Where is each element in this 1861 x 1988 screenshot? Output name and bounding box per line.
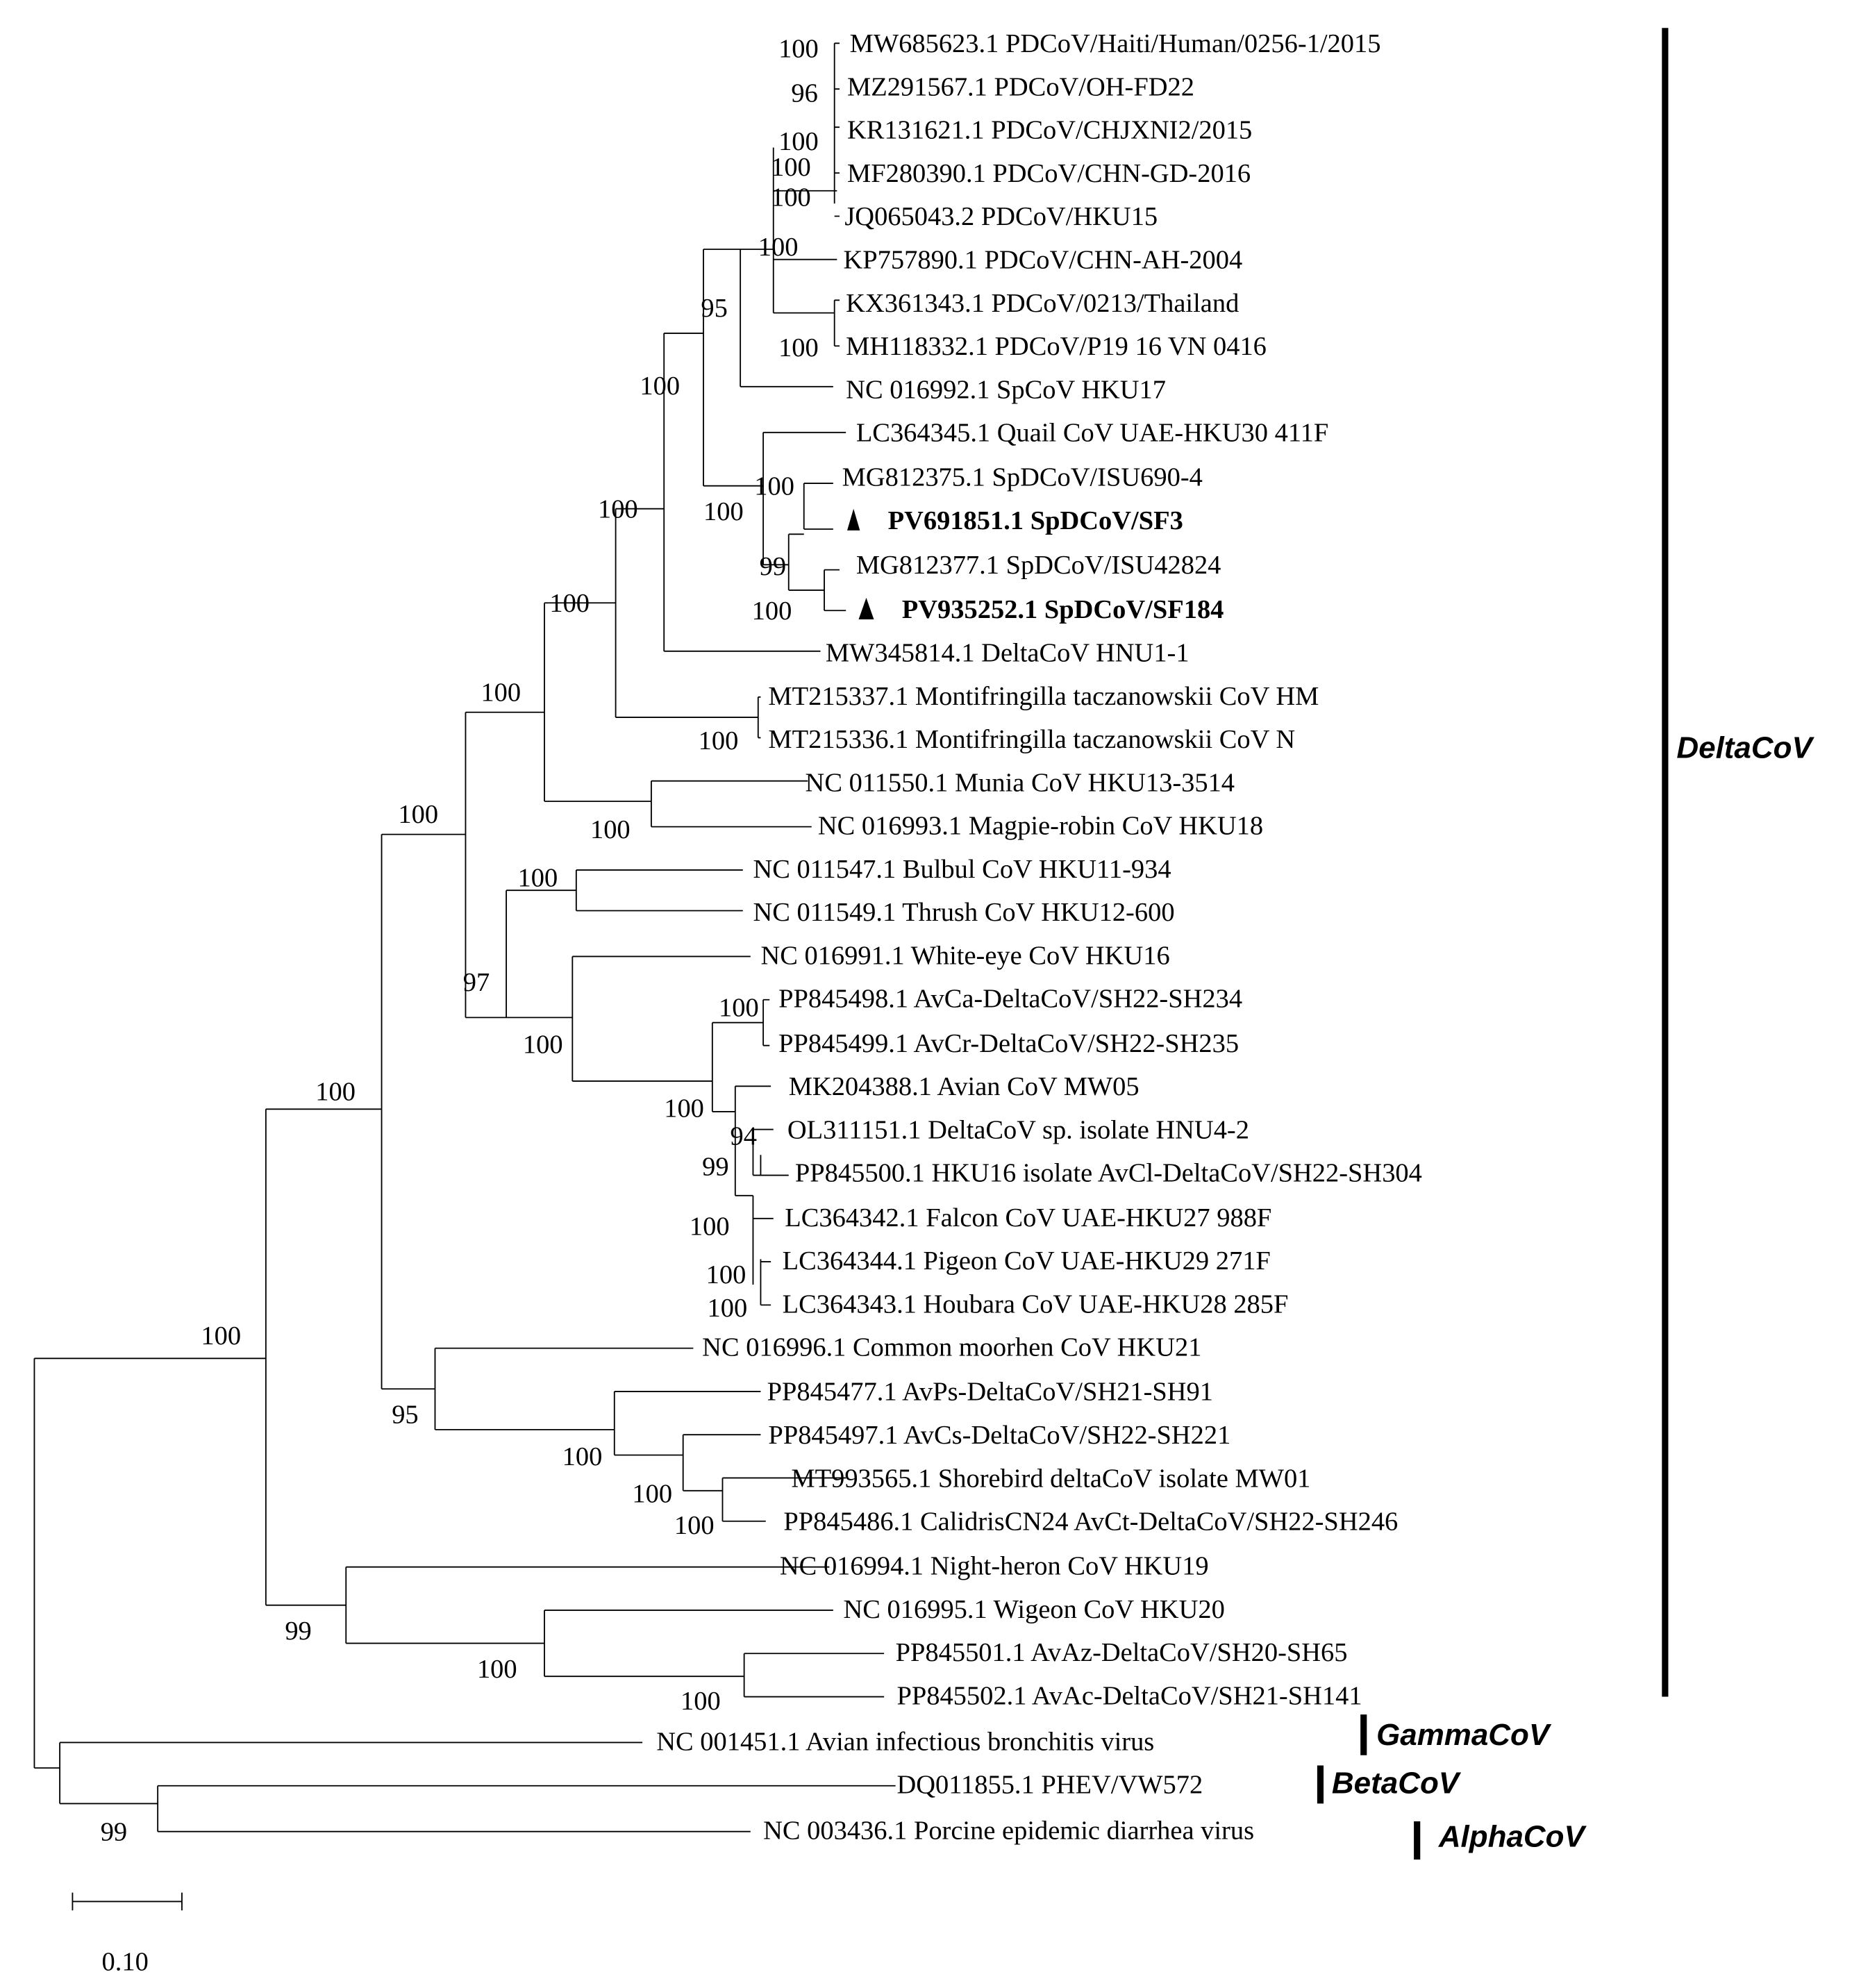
- clade-brackets: DeltaCoV GammaCoV BetaCoV AlphaCoV: [1317, 28, 1814, 1860]
- clade-label-alpha: AlphaCoV: [1438, 1820, 1587, 1854]
- tip-label: NC 016996.1 Common moorhen CoV HKU21: [702, 1333, 1201, 1362]
- bootstrap-value: 100: [640, 371, 680, 401]
- clade-label-beta: BetaCoV: [1332, 1766, 1462, 1801]
- bootstrap-value: 99: [702, 1153, 728, 1182]
- tip-label: PP845500.1 HKU16 isolate AvCl-DeltaCoV/S…: [795, 1159, 1422, 1188]
- tip-label: LC364345.1 Quail CoV UAE-HKU30 411F: [856, 419, 1328, 448]
- bootstrap-value: 95: [392, 1401, 418, 1430]
- triangle-marker-icon: [858, 597, 874, 620]
- bootstrap-value: 100: [754, 472, 794, 501]
- tip-label: MG812375.1 SpDCoV/ISU690-4: [842, 463, 1203, 492]
- tip-label: NC 016991.1 White-eye CoV HKU16: [760, 941, 1169, 970]
- bootstrap-value: 95: [701, 294, 727, 323]
- bootstrap-value: 100: [518, 864, 558, 893]
- bootstrap-value: 100: [778, 333, 819, 362]
- tip-label: MT215336.1 Montifringilla taczanowskii C…: [768, 725, 1295, 754]
- bootstrap-value: 100: [674, 1511, 715, 1540]
- tip-label: PP845498.1 AvCa-DeltaCoV/SH22-SH234: [778, 985, 1242, 1014]
- tip-label: LC364342.1 Falcon CoV UAE-HKU27 988F: [785, 1203, 1271, 1233]
- bootstrap-value: 96: [791, 79, 817, 108]
- tip-label-highlight: PV935252.1 SpDCoV/SF184: [902, 595, 1224, 624]
- bootstrap-value: 99: [101, 1818, 127, 1847]
- bootstrap-value: 100: [562, 1442, 603, 1471]
- tip-label: MZ291567.1 PDCoV/OH-FD22: [847, 72, 1194, 101]
- bootstrap-value: 100: [703, 497, 744, 526]
- bootstrap-value: 100: [398, 800, 438, 829]
- tip-label: MG812377.1 SpDCoV/ISU42824: [856, 551, 1221, 580]
- bootstrap-value: 100: [708, 1294, 748, 1323]
- tip-label: PP845501.1 AvAz-DeltaCoV/SH20-SH65: [896, 1638, 1348, 1667]
- bootstrap-value: 100: [681, 1687, 721, 1716]
- bootstrap-value: 100: [549, 589, 590, 618]
- clade-label-delta: DeltaCoV: [1676, 731, 1814, 765]
- tip-label: NC 011547.1 Bulbul CoV HKU11-934: [753, 855, 1171, 884]
- bootstrap-value: 99: [285, 1617, 311, 1646]
- tip-label: MW345814.1 DeltaCoV HNU1-1: [826, 639, 1190, 668]
- bootstrap-value: 100: [778, 127, 819, 156]
- bootstrap-value: 100: [523, 1030, 563, 1060]
- bootstrap-value: 100: [690, 1212, 730, 1242]
- tip-label: MH118332.1 PDCoV/P19 16 VN 0416: [846, 332, 1267, 361]
- tip-label: KP757890.1 PDCoV/CHN-AH-2004: [844, 245, 1243, 274]
- bootstrap-value: 100: [719, 994, 759, 1023]
- tip-label: NC 011550.1 Munia CoV HKU13-3514: [806, 768, 1235, 797]
- tip-label: LC364343.1 Houbara CoV UAE-HKU28 285F: [783, 1289, 1289, 1319]
- bootstrap-value: 100: [664, 1094, 704, 1123]
- tip-label: PP845497.1 AvCs-DeltaCoV/SH22-SH221: [768, 1421, 1230, 1450]
- tip-label: MT215337.1 Montifringilla taczanowskii C…: [768, 682, 1319, 711]
- bootstrap-value: 100: [632, 1479, 672, 1508]
- tip-label: NC 016992.1 SpCoV HKU17: [846, 375, 1166, 404]
- scale-bar-label: 0.10: [102, 1947, 149, 1976]
- bootstrap-value: 100: [758, 233, 799, 262]
- bootstrap-values: 100 96 100 100 100 100 100 95 100 100 10…: [101, 34, 819, 1846]
- tip-label: PP845502.1 AvAc-DeltaCoV/SH21-SH141: [896, 1682, 1362, 1711]
- tip-label: NC 001451.1 Avian infectious bronchitis …: [656, 1727, 1154, 1756]
- scale-bar: 0.10: [72, 1892, 183, 1976]
- tip-label: KX361343.1 PDCoV/0213/Thailand: [846, 289, 1239, 318]
- bootstrap-value: 100: [699, 726, 739, 755]
- tip-label: KR131621.1 PDCoV/CHJXNI2/2015: [847, 116, 1252, 145]
- tree-branches: [33, 42, 896, 1832]
- bootstrap-value: 99: [760, 552, 786, 581]
- tip-label: LC364344.1 Pigeon CoV UAE-HKU29 271F: [783, 1246, 1271, 1276]
- tip-label-highlight: PV691851.1 SpDCoV/SF3: [888, 506, 1183, 535]
- bootstrap-value: 100: [752, 596, 792, 626]
- tip-label: MW685623.1 PDCoV/Haiti/Human/0256-1/2015: [850, 29, 1381, 58]
- bootstrap-value: 100: [771, 153, 811, 182]
- bootstrap-value: 100: [477, 1655, 517, 1684]
- tip-label: PP845477.1 AvPs-DeltaCoV/SH21-SH91: [767, 1378, 1213, 1407]
- bootstrap-value: 100: [778, 34, 819, 63]
- tip-label: DQ011855.1 PHEV/VW572: [896, 1771, 1203, 1800]
- triangle-marker-icon: [847, 508, 860, 531]
- bootstrap-value: 100: [598, 495, 638, 524]
- tip-label: NC 003436.1 Porcine epidemic diarrhea vi…: [763, 1816, 1254, 1846]
- tip-label: JQ065043.2 PDCoV/HKU15: [844, 202, 1158, 231]
- bootstrap-value: 100: [315, 1077, 356, 1106]
- bootstrap-value: 100: [706, 1260, 746, 1289]
- tip-labels: MW685623.1 PDCoV/Haiti/Human/0256-1/2015…: [656, 29, 1422, 1846]
- tip-label: NC 016995.1 Wigeon CoV HKU20: [844, 1595, 1225, 1624]
- bootstrap-value: 100: [771, 183, 811, 212]
- tip-label: PP845486.1 CalidrisCN24 AvCt-DeltaCoV/SH…: [783, 1507, 1398, 1537]
- tip-label: NC 011549.1 Thrush CoV HKU12-600: [753, 898, 1174, 927]
- bootstrap-value: 100: [201, 1321, 241, 1351]
- tip-label: PP845499.1 AvCr-DeltaCoV/SH22-SH235: [778, 1029, 1239, 1058]
- bootstrap-value: 97: [463, 968, 490, 997]
- tip-label: NC 016993.1 Magpie-robin CoV HKU18: [818, 812, 1263, 841]
- tip-label: MK204388.1 Avian CoV MW05: [789, 1072, 1140, 1101]
- tip-label: MF280390.1 PDCoV/CHN-GD-2016: [847, 159, 1251, 188]
- bootstrap-value: 100: [481, 678, 521, 707]
- tip-label: NC 016994.1 Night-heron CoV HKU19: [780, 1552, 1209, 1581]
- tip-label: MT993565.1 Shorebird deltaCoV isolate MW…: [791, 1464, 1310, 1493]
- tip-label: OL311151.1 DeltaCoV sp. isolate HNU4-2: [787, 1115, 1249, 1144]
- bootstrap-value: 100: [590, 815, 631, 844]
- bootstrap-value: 94: [730, 1122, 756, 1151]
- clade-label-gamma: GammaCoV: [1376, 1718, 1552, 1752]
